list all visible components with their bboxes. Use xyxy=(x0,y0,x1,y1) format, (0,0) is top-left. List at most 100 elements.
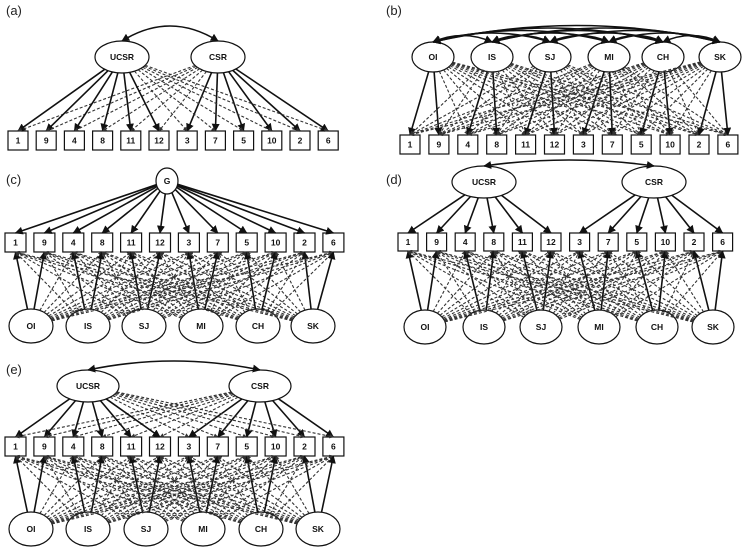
cross-loading-arrow xyxy=(444,249,724,323)
cross-loading-arrow xyxy=(130,69,203,132)
cross-loading-arrow xyxy=(522,250,641,318)
item-box-10: 10 xyxy=(264,436,287,457)
cross-loading-arrow xyxy=(43,454,298,524)
latent-g: G xyxy=(155,167,179,195)
cross-loading-arrow xyxy=(505,68,584,136)
loading-arrow xyxy=(217,400,249,438)
latent-label: CH xyxy=(252,321,264,331)
cross-loading-arrow xyxy=(188,251,296,317)
covariance-arrow xyxy=(87,360,261,373)
cross-loading-arrow xyxy=(39,455,74,514)
latent-is: IS xyxy=(462,309,506,345)
cross-loading-arrow xyxy=(137,69,216,132)
cross-loading-arrow xyxy=(217,455,253,514)
cross-loading-arrow xyxy=(271,251,334,314)
cross-loading-arrow xyxy=(107,455,305,523)
loading-arrow xyxy=(73,71,114,132)
item-box-3: 3 xyxy=(568,232,591,252)
latent-label: IS xyxy=(480,322,488,332)
cross-loading-arrow xyxy=(134,70,188,132)
cross-loading-arrow xyxy=(267,251,305,312)
cross-loading-arrow xyxy=(495,250,552,314)
loading-arrow xyxy=(634,250,654,311)
latent-ellipse xyxy=(8,511,54,547)
cross-loading-arrow xyxy=(96,455,132,514)
cross-loading-arrow xyxy=(101,455,299,523)
cross-loading-arrow xyxy=(51,250,334,322)
latent-ellipse xyxy=(155,167,179,195)
loading-arrow xyxy=(272,400,306,438)
item-label: 6 xyxy=(326,136,331,146)
general-loading-arrow xyxy=(177,184,306,235)
item-label: 11 xyxy=(521,140,530,150)
item-box-3: 3 xyxy=(177,232,200,253)
cross-loading-arrow xyxy=(436,250,476,313)
cross-loading-arrow xyxy=(510,62,729,136)
item-label: 9 xyxy=(42,238,47,248)
loading-arrow xyxy=(261,251,278,310)
cross-loading-arrow xyxy=(218,455,305,518)
latent-oi: OI xyxy=(8,511,54,547)
latent-oi: OI xyxy=(411,41,455,73)
cross-loading-arrow xyxy=(106,455,248,521)
loading-arrow xyxy=(71,401,85,438)
cross-loading-arrow xyxy=(555,71,584,136)
latent-mi: MI xyxy=(178,308,224,344)
panel-label: (e) xyxy=(6,362,22,377)
item-label: 9 xyxy=(42,442,47,452)
cross-loading-arrow xyxy=(451,62,671,136)
loading-arrow xyxy=(100,72,119,132)
cross-loading-arrow xyxy=(563,68,642,136)
cross-loading-arrow xyxy=(502,250,695,321)
cross-loading-arrow xyxy=(439,250,523,316)
item-label: 1 xyxy=(16,136,21,146)
cross-loading-arrow xyxy=(525,65,647,136)
loading-arrow xyxy=(426,250,440,311)
loading-arrow xyxy=(320,455,336,513)
latent-ch: CH xyxy=(235,308,281,344)
cross-loading-arrow xyxy=(72,251,293,321)
cross-loading-arrow xyxy=(46,251,132,315)
cross-loading-arrow xyxy=(606,250,638,312)
cross-loading-arrow xyxy=(507,66,613,136)
cross-loading-arrow xyxy=(613,250,695,316)
loading-arrow xyxy=(43,400,77,438)
latent-label: CH xyxy=(255,524,267,534)
loading-arrow xyxy=(600,250,612,311)
item-label: 6 xyxy=(726,140,731,150)
latent-ellipse xyxy=(519,309,563,345)
latent-label: UCSR xyxy=(76,381,100,391)
item-box-12: 12 xyxy=(543,134,566,155)
cross-loading-arrow xyxy=(140,67,244,132)
latent-ch: CH xyxy=(238,511,284,547)
loading-arrow xyxy=(466,71,489,136)
latent-label: CH xyxy=(651,322,663,332)
cross-loading-arrow xyxy=(216,251,305,315)
latent-label: OI xyxy=(429,52,438,62)
loading-arrow xyxy=(639,71,660,136)
item-box-9: 9 xyxy=(35,130,57,151)
item-box-2: 2 xyxy=(688,134,710,155)
item-label: 4 xyxy=(71,238,76,248)
item-label: 10 xyxy=(271,238,281,248)
cross-loading-arrow xyxy=(143,65,301,132)
cross-loading-arrow xyxy=(442,250,580,319)
loading-arrow xyxy=(33,455,48,513)
loading-arrow xyxy=(244,455,259,513)
item-label: 9 xyxy=(437,140,442,150)
item-box-4: 4 xyxy=(454,232,476,252)
cross-loading-arrow xyxy=(497,71,527,136)
cross-loading-arrow xyxy=(216,455,276,516)
cross-loading-arrow xyxy=(46,455,132,518)
cross-loading-arrow xyxy=(50,251,248,320)
loading-arrow xyxy=(186,251,200,310)
cross-loading-arrow xyxy=(467,62,701,136)
item-label: 12 xyxy=(155,238,165,248)
cross-loading-arrow xyxy=(438,61,701,137)
cross-loading-arrow xyxy=(107,455,277,522)
cross-loading-arrow xyxy=(49,251,190,318)
item-label: 3 xyxy=(577,237,582,247)
cross-loading-arrow xyxy=(51,455,277,524)
cross-loading-arrow xyxy=(51,454,305,524)
item-box-5: 5 xyxy=(235,232,258,253)
